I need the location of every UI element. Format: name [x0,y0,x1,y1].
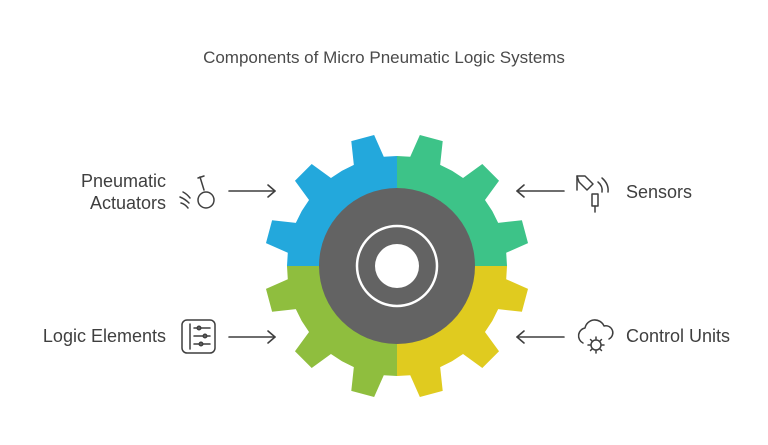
arrow-actuators [228,184,276,198]
sensor-icon [576,175,609,213]
label-pneumatic-actuators: Pneumatic Actuators [40,170,166,214]
label-sensors: Sensors [626,182,693,202]
label-pneumatic-actuators-line2: Actuators [89,193,166,213]
label-logic-elements: Logic Elements [42,326,166,346]
arrow-control [516,330,565,344]
gear-hub-hole [375,244,419,288]
label-pneumatic-actuators-line1: Pneumatic [80,171,166,191]
cloud-gear-icon [577,319,614,354]
pneumatic-actuator-icon [179,175,215,209]
gear-hub-ring [355,224,439,308]
diagram-title: Components of Micro Pneumatic Logic Syst… [203,48,565,67]
logic-board-icon [181,319,216,354]
arrow-sensors [516,184,565,198]
arrow-logic [228,330,276,344]
label-control-units: Control Units [626,326,731,346]
